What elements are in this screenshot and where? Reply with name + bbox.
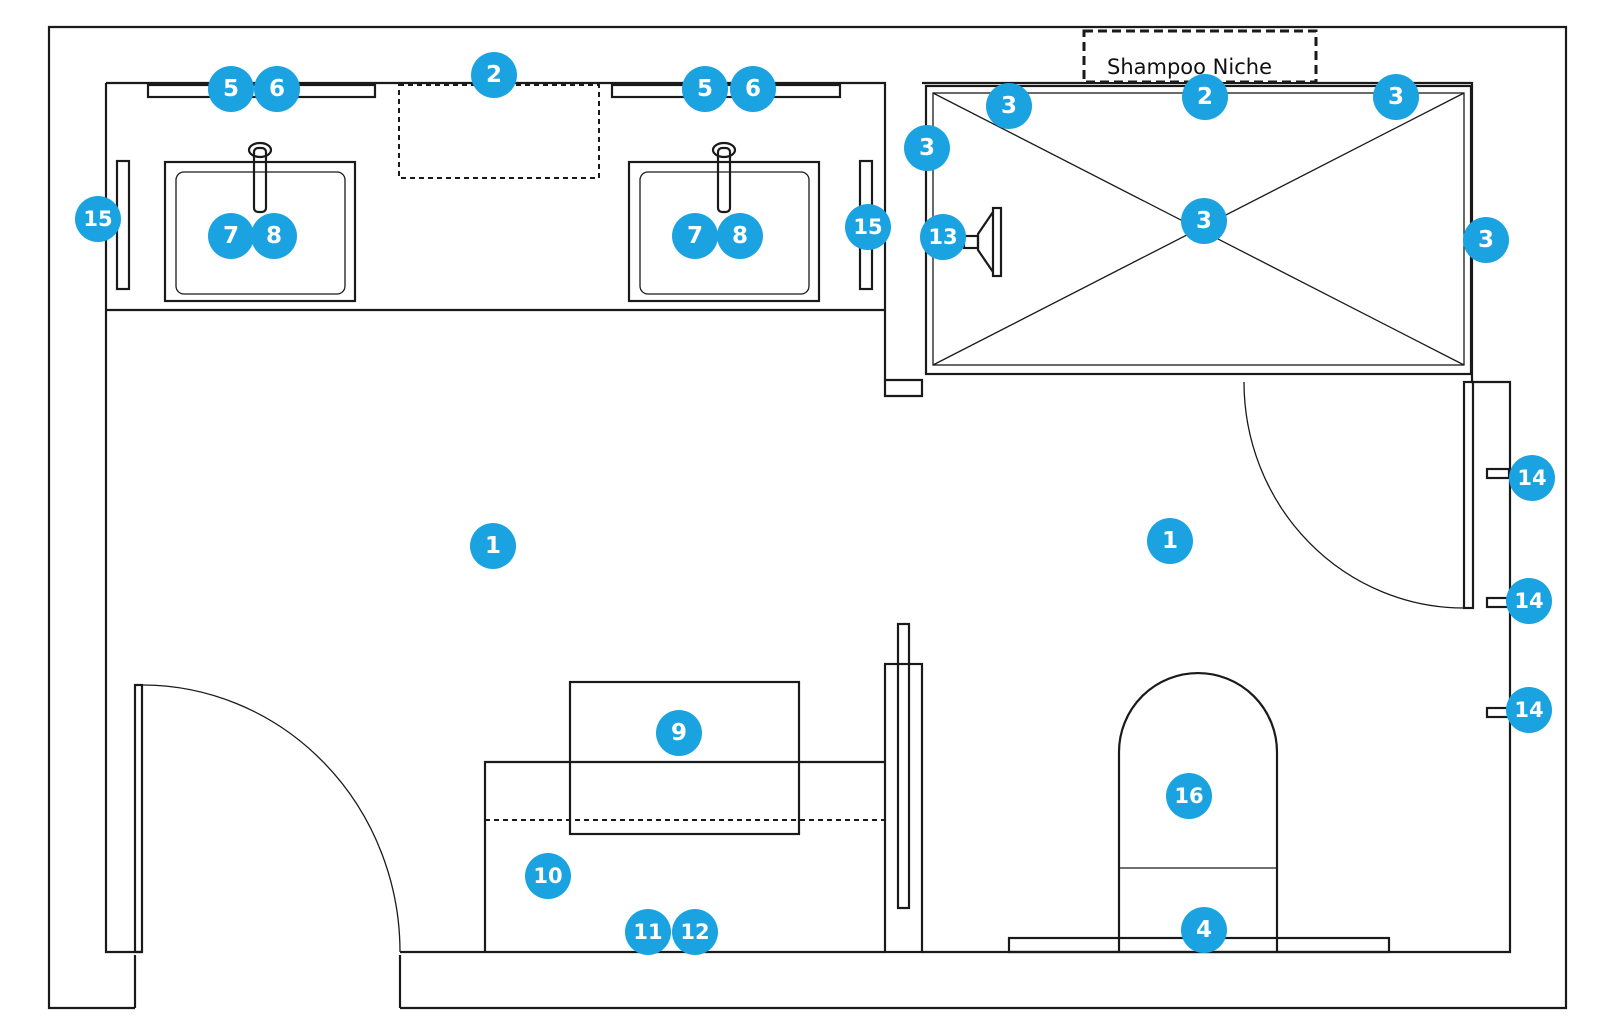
outer-walls: [47, 25, 1568, 1010]
vanity-niche-outline: [398, 84, 600, 179]
door-leaf: [1462, 380, 1475, 610]
door-swing-arc: [1243, 381, 1465, 609]
callout-badge: 10: [525, 853, 571, 899]
callout-badge: 11: [625, 909, 671, 955]
callout-number: 6: [745, 76, 761, 102]
callout-badge: 6: [254, 66, 300, 112]
callout-badge: 8: [251, 213, 297, 259]
callout-number: 3: [1196, 208, 1212, 234]
callout-badge: 14: [1509, 455, 1555, 501]
bench: [483, 680, 885, 952]
vanity: [115, 83, 874, 303]
callout-badge: 3: [1181, 198, 1227, 244]
callout-number: 2: [486, 62, 502, 88]
callout-number: 14: [1514, 698, 1543, 722]
callout-badge: 6: [730, 66, 776, 112]
callout-number: 6: [269, 76, 285, 102]
callout-number: 1: [485, 533, 501, 559]
callout-badge: 3: [904, 125, 950, 171]
callout-badge: 9: [656, 710, 702, 756]
callout-badge: 2: [471, 52, 517, 98]
callout-number: 5: [697, 76, 713, 102]
callout-badge: 15: [845, 204, 891, 250]
shampoo-niche-label: Shampoo Niche: [1107, 55, 1272, 79]
callout-badge: 8: [717, 213, 763, 259]
callout-badge: 1: [1147, 518, 1193, 564]
right-sink: [627, 141, 821, 303]
callout-number: 7: [687, 223, 703, 249]
shampoo-niche: Shampoo Niche: [1082, 29, 1318, 84]
interior-walls: [104, 81, 1512, 954]
callout-number: 7: [223, 223, 239, 249]
entrance-door: [133, 683, 401, 954]
callout-number: 4: [1196, 917, 1212, 943]
callout-badge: 7: [208, 213, 254, 259]
callout-badge: 13: [920, 214, 966, 260]
callout-badges: 1 1 2 2 3 3 3 3 3 4 5 6 5 6 7 8 7 8 9 10…: [75, 52, 1555, 955]
callout-number: 12: [680, 920, 709, 944]
callout-number: 14: [1514, 589, 1543, 613]
callout-badge: 7: [672, 213, 718, 259]
callout-number: 8: [266, 223, 282, 249]
callout-badge: 3: [1463, 217, 1509, 263]
callout-number: 3: [1388, 84, 1404, 110]
left-sink: [163, 141, 357, 303]
callout-badge: 3: [1373, 74, 1419, 120]
door-swing-arc: [141, 684, 401, 953]
callout-number: 15: [83, 207, 112, 231]
shower-head-icon: [962, 206, 1003, 278]
callout-badge: 15: [75, 196, 121, 242]
callout-number: 2: [1197, 84, 1213, 110]
callout-badge: 5: [682, 66, 728, 112]
callout-badge: 3: [986, 83, 1032, 129]
callout-number: 11: [633, 920, 662, 944]
callout-number: 3: [1001, 93, 1017, 119]
callout-number: 10: [533, 864, 562, 888]
callout-number: 15: [853, 215, 882, 239]
door-leaf: [133, 683, 144, 954]
towel-hook: [1485, 706, 1511, 719]
callout-badge: 14: [1506, 578, 1552, 624]
callout-badge: 4: [1181, 907, 1227, 953]
callout-badge: 5: [208, 66, 254, 112]
towel-hook: [1485, 467, 1511, 480]
right-door: [1243, 380, 1475, 610]
callout-number: 16: [1174, 784, 1203, 808]
callout-number: 13: [928, 225, 957, 249]
callout-number: 5: [223, 76, 239, 102]
callout-number: 9: [671, 720, 687, 746]
callout-badge: 14: [1506, 687, 1552, 733]
callout-number: 14: [1517, 466, 1546, 490]
callout-number: 8: [732, 223, 748, 249]
callout-badge: 16: [1166, 773, 1212, 819]
towel-hook: [1485, 596, 1511, 609]
callout-badge: 1: [470, 523, 516, 569]
callout-badge: 12: [672, 909, 718, 955]
callout-number: 1: [1162, 528, 1178, 554]
callout-badge: 2: [1182, 74, 1228, 120]
callout-number: 3: [919, 135, 935, 161]
callout-number: 3: [1478, 227, 1494, 253]
bench-cushion: [568, 680, 801, 836]
partition: [883, 622, 924, 954]
towel-hooks: [1485, 467, 1511, 719]
